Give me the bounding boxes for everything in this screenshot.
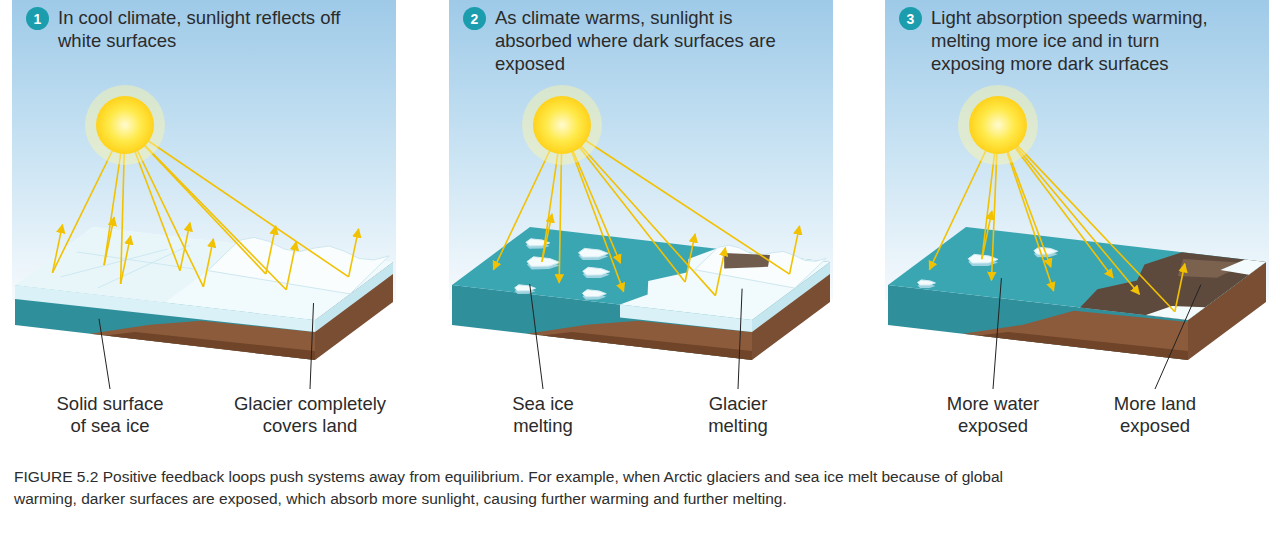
sea-ice-sheet xyxy=(15,227,243,303)
reflected-ray xyxy=(203,239,213,287)
stage-illustration xyxy=(885,0,1269,360)
figure-caption: FIGURE 5.2 Positive feedback loops push … xyxy=(14,466,1024,510)
part-label: More water exposed xyxy=(938,393,1048,437)
leader-line xyxy=(993,278,1001,389)
incoming-ray xyxy=(562,125,790,274)
leader-lines xyxy=(99,278,1201,389)
part-label: More land exposed xyxy=(1105,393,1205,437)
ice-remnant xyxy=(1220,260,1266,275)
reflected-ray xyxy=(715,248,725,296)
ice-floe xyxy=(579,248,609,257)
leader-line xyxy=(738,289,742,389)
leader-line xyxy=(1155,285,1201,389)
reflected-ray xyxy=(53,225,63,273)
leader-line xyxy=(310,303,314,389)
sun-glow xyxy=(85,85,165,165)
sun-glow xyxy=(522,85,602,165)
land-stratum xyxy=(105,332,315,360)
callout-number: 1 xyxy=(34,12,42,26)
reflected-ray xyxy=(349,229,359,277)
step-heading: In cool climate, sunlight reflects off w… xyxy=(58,6,358,52)
reflected-ray xyxy=(685,234,695,282)
stage-illustration xyxy=(449,0,833,360)
reflected-ray xyxy=(286,242,296,290)
reflected-ray xyxy=(180,223,190,271)
sun xyxy=(96,96,154,154)
step-heading: As climate warms, sunlight is absorbed w… xyxy=(495,6,795,75)
stage-panel: In cool climate, sunlight reflects off w… xyxy=(12,0,396,380)
stage-illustration xyxy=(12,0,396,360)
leader-line xyxy=(530,284,543,389)
callout-number: 2 xyxy=(471,12,479,26)
callout-number: 3 xyxy=(907,12,915,26)
part-label: Glacier completely covers land xyxy=(228,393,393,437)
sun-glow xyxy=(958,85,1038,165)
step-number-badge: 3 xyxy=(899,7,922,30)
reflected-ray xyxy=(1175,264,1185,312)
sun-rays xyxy=(929,125,1184,312)
step-number-badge: 1 xyxy=(26,7,49,30)
reflected-ray xyxy=(104,217,114,265)
stage-panel: Light absorption speeds warming, melting… xyxy=(885,0,1267,380)
leader-line xyxy=(99,319,110,389)
ice-floe xyxy=(515,285,536,291)
sun xyxy=(533,96,591,154)
stage-panel: As climate warms, sunlight is absorbed w… xyxy=(449,0,827,380)
ice-edge xyxy=(620,305,752,332)
part-label: Sea ice melting xyxy=(503,393,583,437)
step-heading: Light absorption speeds warming, melting… xyxy=(931,6,1231,75)
sun xyxy=(969,96,1027,154)
land-stratum xyxy=(542,332,752,360)
part-label: Solid surface of sea ice xyxy=(51,393,169,437)
step-number-badge: 2 xyxy=(463,7,486,30)
reflected-ray xyxy=(121,236,131,284)
reflected-ray xyxy=(982,211,992,259)
part-label: Glacier melting xyxy=(698,393,778,437)
incoming-ray xyxy=(125,125,349,277)
glacier-mound xyxy=(695,245,826,288)
reflected-ray xyxy=(790,226,800,274)
reflected-ray xyxy=(542,214,552,262)
ice-floe xyxy=(583,267,610,275)
exposed-rock xyxy=(724,253,770,268)
reflected-ray xyxy=(266,226,276,274)
top-surface xyxy=(888,227,1266,320)
glacier-mound xyxy=(208,237,389,294)
ice-floe xyxy=(918,280,936,285)
ice-floe xyxy=(582,290,606,297)
land-stratum xyxy=(978,332,1188,360)
